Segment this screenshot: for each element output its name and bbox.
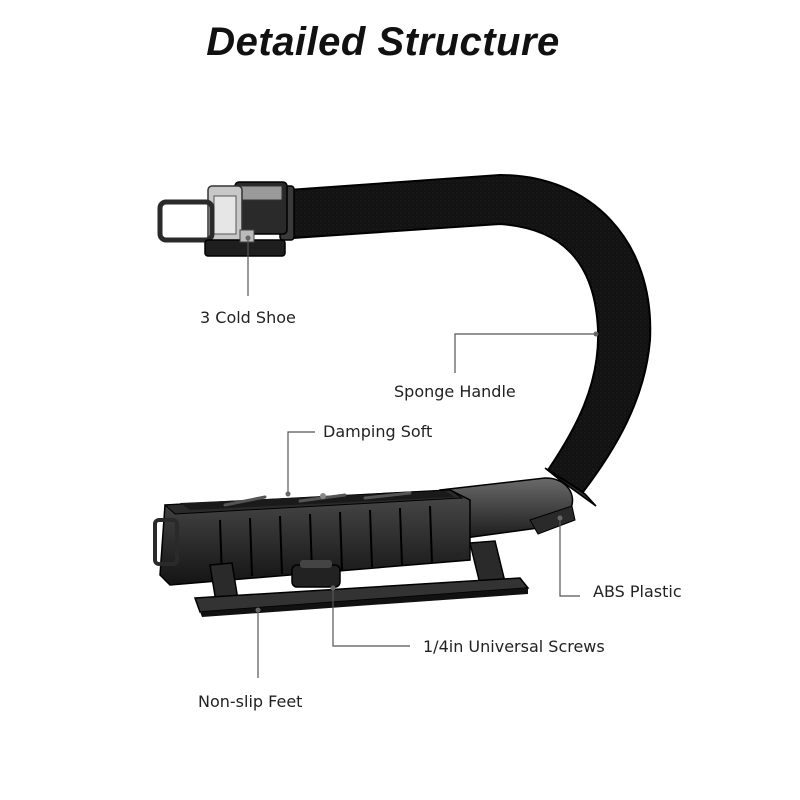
base-plate xyxy=(153,489,471,586)
label-damping-soft: Damping Soft xyxy=(323,422,433,441)
label-nonslip-feet: Non-slip Feet xyxy=(198,692,303,711)
handle-lower-collar xyxy=(544,467,597,507)
label-universal-screws: 1/4in Universal Screws xyxy=(423,637,605,656)
leader-sponge-handle xyxy=(454,333,596,373)
page-title: Detailed Structure xyxy=(206,20,560,64)
nonslip-feet xyxy=(193,540,530,617)
leader-universal-screws xyxy=(332,588,410,647)
label-abs-plastic: ABS Plastic xyxy=(593,582,682,601)
leader-abs-plastic xyxy=(559,520,580,597)
cold-shoe-assembly xyxy=(157,181,288,257)
leader-lines xyxy=(245,235,599,678)
label-cold-shoe: 3 Cold Shoe xyxy=(200,308,296,327)
label-sponge-handle: Sponge Handle xyxy=(394,382,516,401)
universal-screw xyxy=(291,560,341,588)
leader-damping-soft xyxy=(287,431,315,492)
